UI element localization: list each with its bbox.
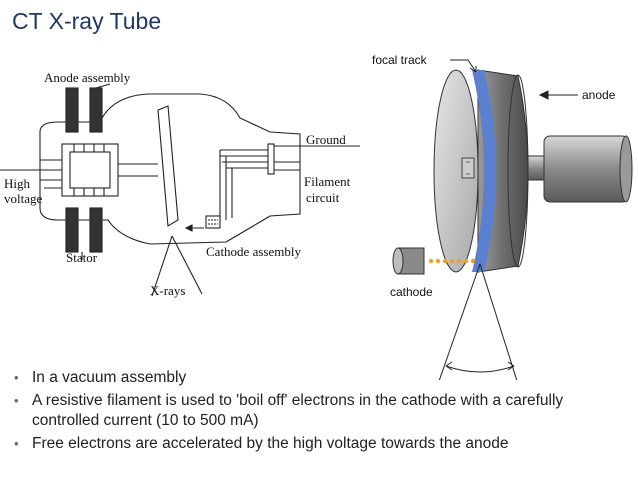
rotating-anode-diagram: focal track anode cathode [372, 53, 633, 380]
focal-track-label: focal track [372, 53, 428, 67]
bullet-icon: • [14, 370, 19, 385]
bullet-icon: • [14, 392, 19, 408]
bullet-list: • In a vacuum assembly • A resistive filam… [10, 368, 620, 456]
anode-label: anode [582, 88, 616, 102]
bullet-text: In a vacuum assembly [32, 369, 187, 386]
bullet-item: • In a vacuum assembly [10, 368, 620, 389]
connector [267, 143, 275, 175]
voltage-label: voltage [4, 191, 42, 206]
stator-coil-bottom-2 [89, 207, 103, 253]
bullet-text: Free electrons are accelerated by the hi… [32, 434, 509, 452]
stator-label: Stator [66, 250, 98, 265]
filament-label: Filament [304, 174, 351, 189]
xray-tube-diagram: Anode assembly Ground High voltage Filam… [0, 70, 360, 298]
bullet-item: • Free electrons are accelerated by the h… [10, 434, 620, 455]
disk-face [433, 69, 479, 273]
bullet-item: • A resistive filament is used to 'boil o… [10, 391, 620, 432]
high-label: High [4, 176, 31, 191]
cathode-cup [205, 215, 221, 229]
stator-coil-top-2 [89, 87, 103, 133]
anode-shaft-large [543, 135, 629, 203]
anode-disk [157, 105, 179, 227]
ground-label: Ground [306, 132, 346, 147]
bullet-text: A resistive filament is used to 'boil of… [32, 391, 564, 430]
stator-coil-bottom-1 [65, 207, 79, 253]
cathode-assembly-label: Cathode assembly [206, 244, 301, 259]
xrays-label: X-rays [150, 283, 185, 298]
electron-beam [428, 258, 476, 264]
focal-track-band [472, 70, 496, 272]
anode-assembly-label: Anode assembly [44, 70, 131, 85]
stator-coil-top-1 [65, 87, 79, 133]
bullet-icon: • [14, 435, 19, 451]
disk-hub [461, 157, 475, 179]
circuit-label: circuit [306, 190, 340, 205]
cathode-label: cathode [390, 285, 433, 299]
page-title: CT X-ray Tube [12, 8, 162, 34]
